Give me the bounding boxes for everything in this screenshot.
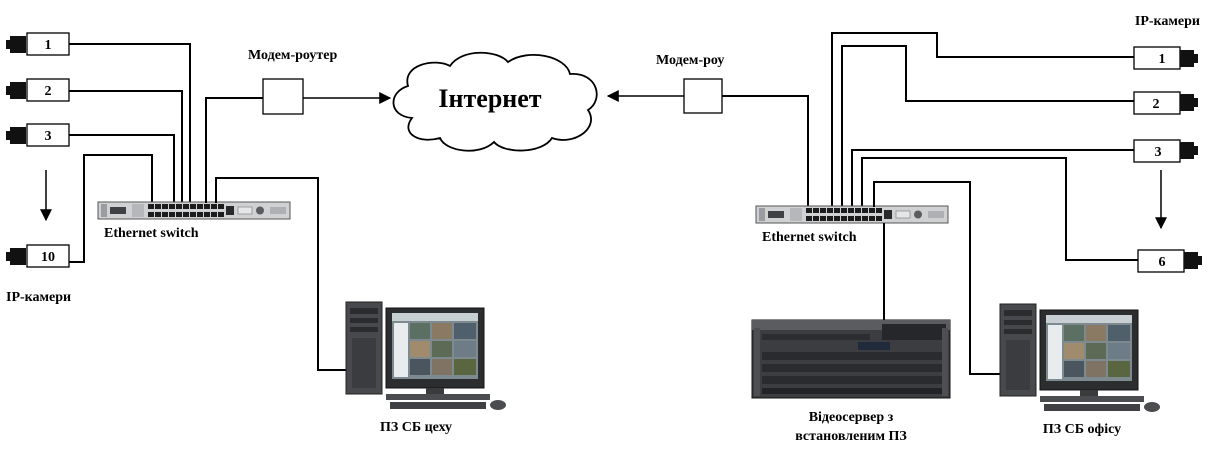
left-camera-1: 1 <box>6 32 70 56</box>
right-camera-2-label: 2 <box>1153 97 1160 112</box>
right-camera-3-label: 3 <box>1155 145 1162 160</box>
right-camera-6-label: 6 <box>1159 255 1166 270</box>
right-camera-1: 1 <box>1133 46 1198 70</box>
video-server-label-line2: встановленим ПЗ <box>795 429 907 444</box>
right-switch-workstation-wire <box>873 181 1002 375</box>
right-camera-2: 2 <box>1133 91 1198 115</box>
right-ethernet-switch <box>755 205 949 224</box>
internet-cloud: Інтернет <box>392 51 598 152</box>
right-switch-label: Ethernet switch <box>762 230 857 245</box>
left-workstation-label: ПЗ СБ цеху <box>380 420 452 435</box>
left-switch-router-wire <box>205 97 263 203</box>
internet-label: Інтернет <box>438 84 541 113</box>
right-modem-router <box>683 78 723 114</box>
right-camera-1-label: 1 <box>1159 52 1166 67</box>
right-workstation <box>999 303 1161 413</box>
left-camera-1-label: 1 <box>45 38 52 53</box>
left-ethernet-switch <box>97 201 291 220</box>
left-camera-3: 3 <box>6 123 70 147</box>
left-camera-2: 2 <box>6 78 70 102</box>
left-cameras-label: IP-камери <box>6 290 71 305</box>
right-camera-3: 3 <box>1133 139 1198 163</box>
left-modem-router <box>262 78 304 115</box>
right-router-label: Модем-роу <box>656 53 724 68</box>
left-switch-label: Ethernet switch <box>104 226 199 241</box>
video-server <box>751 319 951 399</box>
right-workstation-label: ПЗ СБ офісу <box>1043 422 1121 437</box>
left-camera-10: 10 <box>6 244 70 268</box>
left-switch-workstation-wire <box>215 177 346 371</box>
right-camera-6: 6 <box>1137 249 1202 273</box>
left-camera-10-label: 10 <box>41 250 55 265</box>
left-camera-2-label: 2 <box>45 84 52 99</box>
right-camera-wires <box>831 32 1138 261</box>
left-router-label: Модем-роутер <box>248 48 337 63</box>
right-router-switch-wire <box>722 95 809 207</box>
right-cameras-label: IP-камери <box>1135 14 1200 29</box>
video-server-label-line1: Відеосервер з <box>809 410 894 425</box>
left-camera-wires <box>69 43 191 263</box>
left-workstation <box>345 301 507 411</box>
left-camera-3-label: 3 <box>45 129 52 144</box>
